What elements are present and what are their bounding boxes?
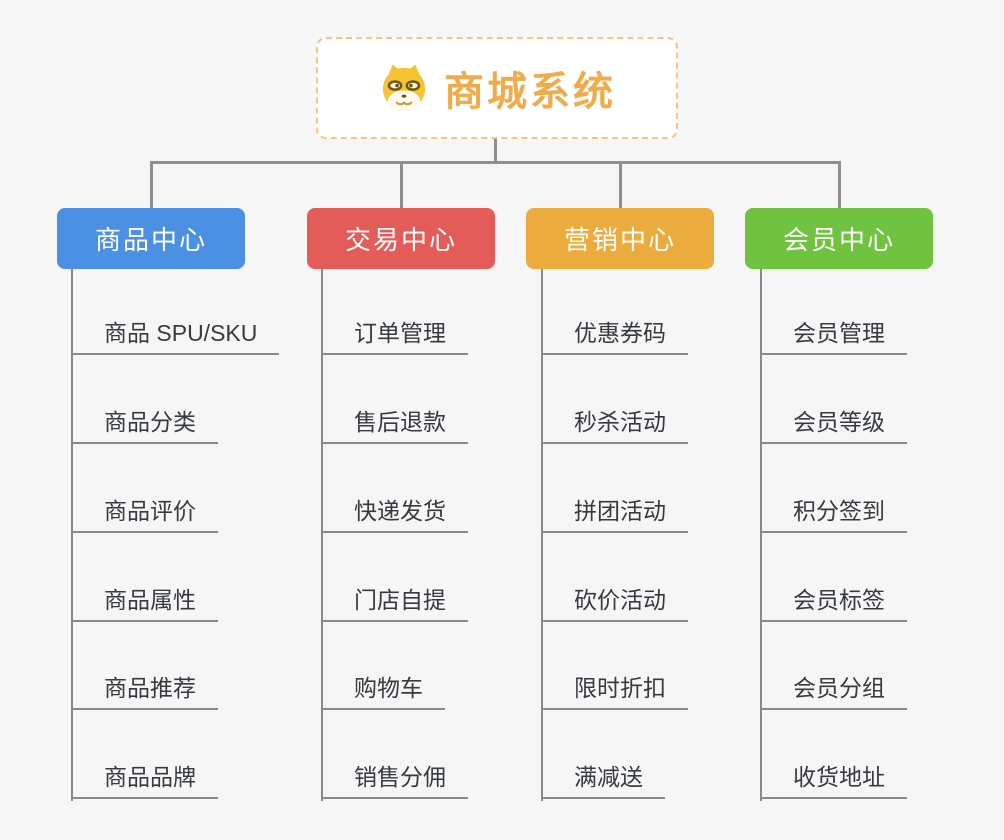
connector-drop-trade bbox=[400, 161, 403, 208]
branch-node-marketing-center[interactable]: 营销中心 bbox=[526, 208, 714, 269]
connector-root-stem bbox=[494, 138, 497, 164]
leaf-node-aftersale-refund[interactable]: 售后退款 bbox=[321, 406, 468, 444]
connector-drop-member bbox=[838, 161, 841, 208]
leaf-node-group-buy[interactable]: 拼团活动 bbox=[541, 495, 688, 533]
connector-bus bbox=[150, 161, 840, 164]
leaf-node-express-delivery[interactable]: 快递发货 bbox=[321, 495, 468, 533]
leaf-node-product-brand[interactable]: 商品品牌 bbox=[71, 761, 218, 799]
branch-node-trade-center[interactable]: 交易中心 bbox=[307, 208, 495, 269]
leaf-node-member-group[interactable]: 会员分组 bbox=[760, 672, 907, 710]
leaf-node-order-management[interactable]: 订单管理 bbox=[321, 317, 468, 355]
leaf-node-product-attribute[interactable]: 商品属性 bbox=[71, 584, 218, 622]
connector-trunk-trade bbox=[321, 269, 323, 801]
leaf-node-flash-sale[interactable]: 秒杀活动 bbox=[541, 406, 688, 444]
leaf-node-product-review[interactable]: 商品评价 bbox=[71, 495, 218, 533]
connector-trunk-marketing bbox=[541, 269, 543, 801]
leaf-node-bargain-activity[interactable]: 砍价活动 bbox=[541, 584, 688, 622]
leaf-node-points-checkin[interactable]: 积分签到 bbox=[760, 495, 907, 533]
connector-trunk-member bbox=[760, 269, 762, 801]
leaf-node-store-pickup[interactable]: 门店自提 bbox=[321, 584, 468, 622]
leaf-node-member-level[interactable]: 会员等级 bbox=[760, 406, 907, 444]
connector-trunk-product bbox=[71, 269, 73, 801]
dog-face-icon bbox=[378, 62, 430, 114]
leaf-node-full-reduction[interactable]: 满减送 bbox=[541, 761, 665, 799]
leaf-node-member-tag[interactable]: 会员标签 bbox=[760, 584, 907, 622]
leaf-node-limited-time-discount[interactable]: 限时折扣 bbox=[541, 672, 688, 710]
leaf-node-shipping-address[interactable]: 收货地址 bbox=[760, 761, 907, 799]
leaf-node-coupon-code[interactable]: 优惠券码 bbox=[541, 317, 688, 355]
leaf-node-product-category[interactable]: 商品分类 bbox=[71, 406, 218, 444]
connector-drop-marketing bbox=[619, 161, 622, 208]
leaf-node-sales-commission[interactable]: 销售分佣 bbox=[321, 761, 468, 799]
leaf-node-product-recommend[interactable]: 商品推荐 bbox=[71, 672, 218, 710]
root-node-title: 商城系统 bbox=[444, 70, 616, 114]
leaf-node-product-spu-sku[interactable]: 商品 SPU/SKU bbox=[71, 317, 280, 355]
connector-drop-product bbox=[150, 161, 153, 208]
leaf-node-shopping-cart[interactable]: 购物车 bbox=[321, 672, 445, 710]
root-node[interactable]: 商城系统 bbox=[316, 37, 678, 139]
branch-node-member-center[interactable]: 会员中心 bbox=[745, 208, 933, 269]
branch-node-product-center[interactable]: 商品中心 bbox=[57, 208, 245, 269]
leaf-node-member-management[interactable]: 会员管理 bbox=[760, 317, 907, 355]
